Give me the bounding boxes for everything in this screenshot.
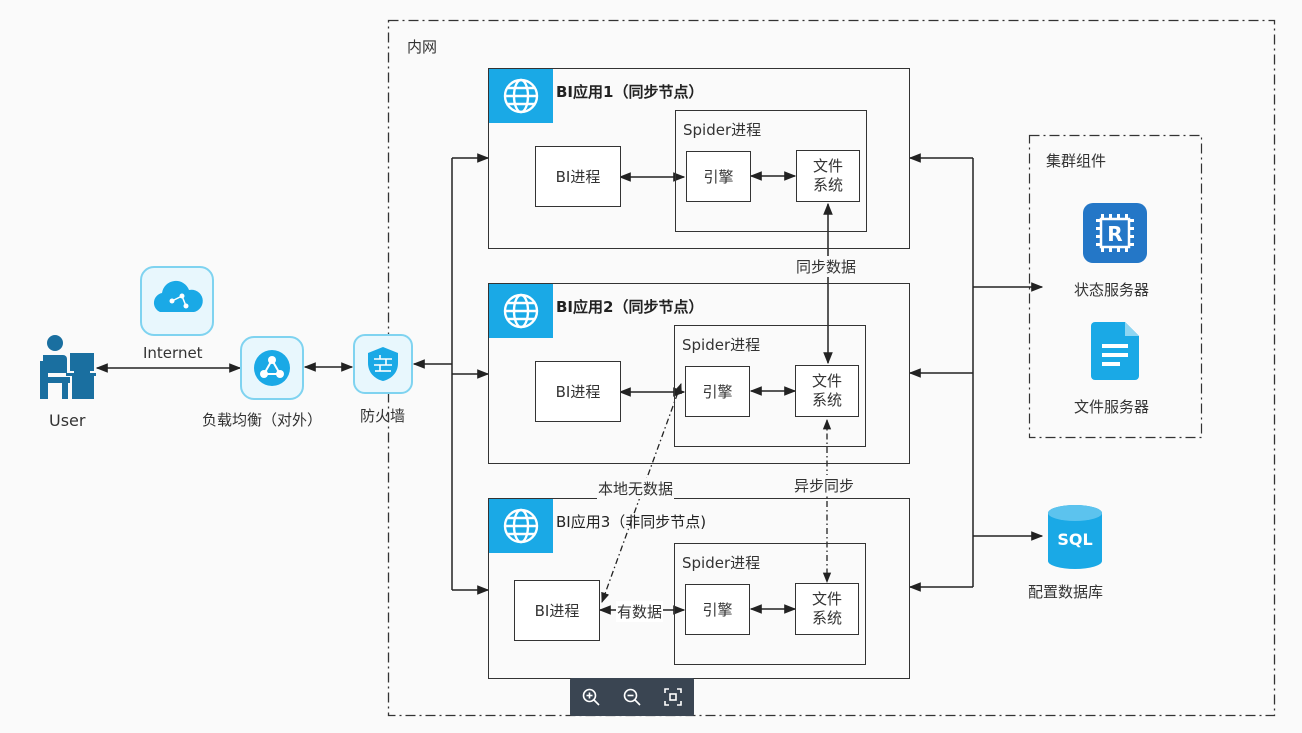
app3-globe-tile [489,499,553,553]
app3-filesystem: 文件 系统 [795,583,859,635]
app1-filesystem-line1: 文件 [812,156,843,175]
edge-bi3-engine2 [601,383,682,603]
svg-text:R: R [1107,222,1122,246]
state-server-icon: R [1083,203,1147,263]
cluster-boundary [1028,134,1203,439]
config-db-label: 配置数据库 [1028,583,1104,601]
zoom-out-icon [623,688,641,706]
firewall-label: 防火墙 [360,407,406,425]
firewall-node [353,334,413,394]
edge-label-no-local-data: 本地无数据 [597,478,675,499]
zoom-toolbar [570,678,694,716]
app3-bi-process: BI进程 [514,580,600,641]
intranet-label: 内网 [407,38,438,56]
app2-spider-container [674,325,866,447]
app2-filesystem-line2: 系统 [811,391,842,409]
app1-filesystem: 文件 系统 [796,150,860,202]
app1-bi-process: BI进程 [535,146,621,207]
internet-label: Internet [143,344,203,362]
load-balancer-node [240,336,304,400]
network-hub-icon [254,350,290,386]
zoom-out-button[interactable] [617,682,647,712]
database-icon: SQL [1044,503,1106,571]
app1-title: BI应用1（同步节点） [556,83,704,101]
cloud-icon [153,280,203,312]
user-icon [38,331,98,401]
fit-screen-button[interactable] [658,682,688,712]
app1-spider-container [675,110,867,232]
globe-icon [503,508,539,544]
state-server-label: 状态服务器 [1074,281,1150,299]
user-label: User [49,411,86,430]
app2-title: BI应用2（同步节点） [556,298,704,316]
edge-label-has-data: 有数据 [616,601,664,622]
file-server-icon [1089,320,1143,382]
load-balancer-label: 负载均衡（对外） [202,411,323,429]
zoom-in-button[interactable] [576,682,606,712]
edge-label-sync-data: 同步数据 [795,256,858,277]
app3-filesystem-line1: 文件 [811,589,842,608]
edge-label-async-sync: 异步同步 [793,475,856,496]
file-server-label: 文件服务器 [1074,398,1150,416]
app2-bi-process: BI进程 [535,361,621,422]
app2-filesystem-line1: 文件 [811,371,842,390]
fit-screen-icon [664,688,683,706]
app2-container [488,283,910,464]
app3-title: BI应用3（非同步节点) [556,513,707,531]
app2-engine: 引擎 [685,366,750,417]
app2-filesystem: 文件 系统 [795,365,859,417]
database-icon-text: SQL [1057,530,1092,549]
app2-spider-label: Spider进程 [682,336,761,354]
app1-engine: 引擎 [686,151,751,202]
app1-spider-label: Spider进程 [683,121,762,139]
app3-engine: 引擎 [685,584,750,635]
app3-spider-label: Spider进程 [682,554,761,572]
app3-container [488,498,910,679]
globe-icon [503,293,539,329]
app3-filesystem-line2: 系统 [811,609,842,627]
app1-container [488,68,910,249]
app2-globe-tile [489,284,553,338]
app1-globe-tile [489,69,553,123]
shield-icon [368,347,398,381]
app1-filesystem-line2: 系统 [812,176,843,194]
zoom-in-icon [582,688,600,706]
internet-node [140,266,214,336]
globe-icon [503,78,539,114]
cluster-label: 集群组件 [1046,152,1107,170]
app3-spider-container [674,543,866,665]
